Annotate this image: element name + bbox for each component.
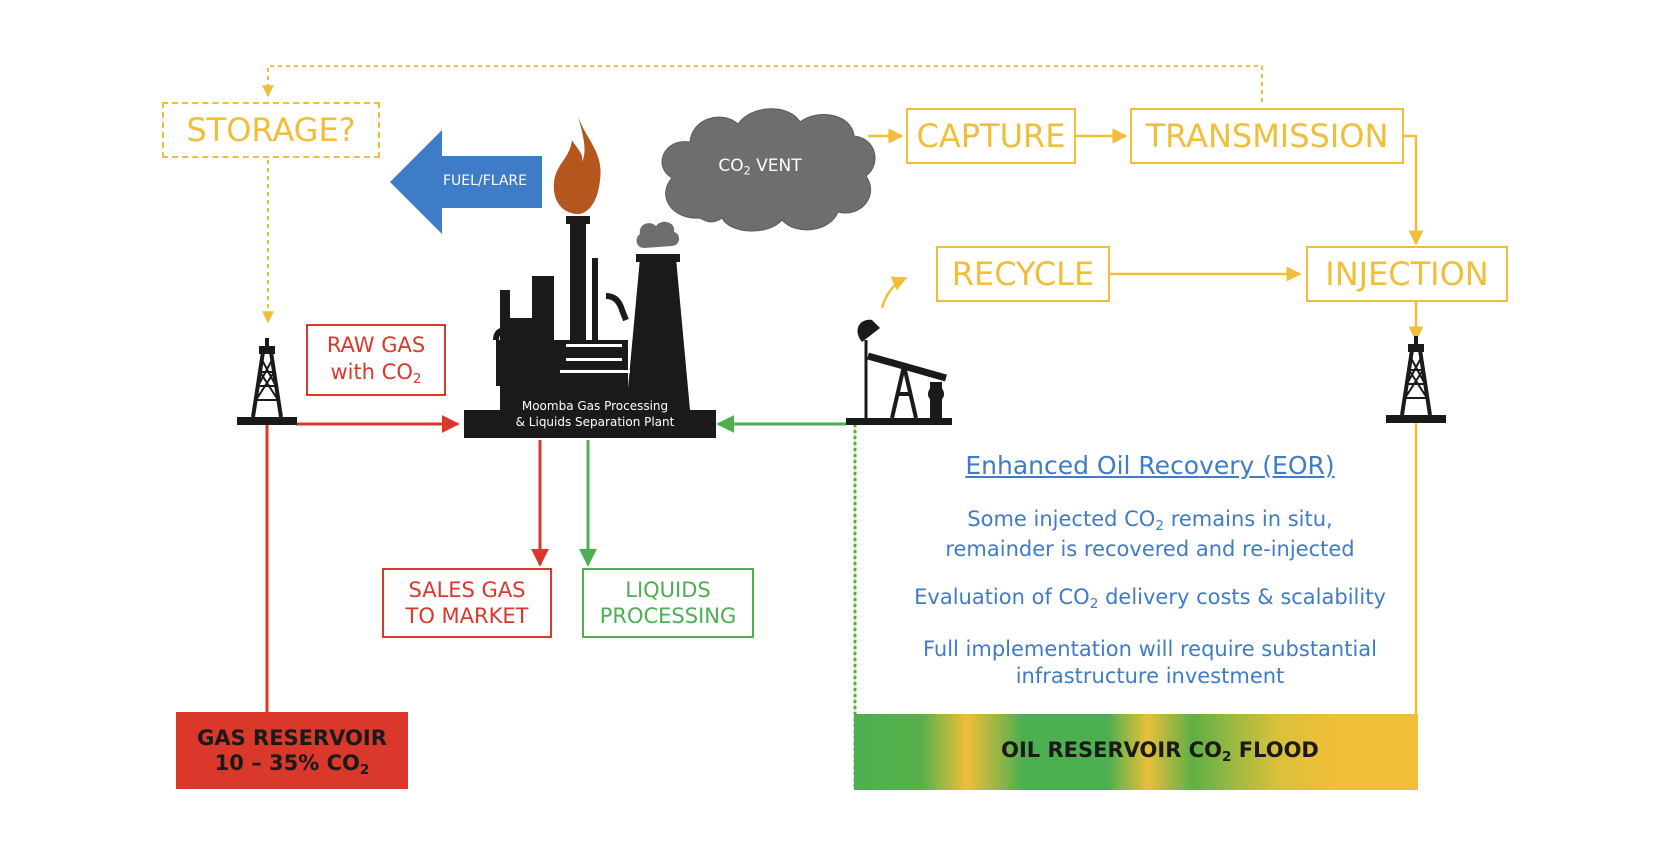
- gas-reservoir-sub: 2: [359, 762, 370, 779]
- eor-p1-a: Some injected CO: [967, 507, 1156, 531]
- raw-gas-sub: 2: [412, 370, 422, 387]
- recycle-label: RECYCLE: [951, 255, 1095, 293]
- storage-label: STORAGE?: [186, 111, 356, 149]
- eor-p2-a: Evaluation of CO: [914, 585, 1090, 609]
- transmission-label: TRANSMISSION: [1145, 117, 1389, 155]
- eor-paragraph-2: Evaluation of CO2 delivery costs & scala…: [880, 584, 1420, 614]
- storage-box: STORAGE?: [162, 102, 380, 158]
- gas-reservoir-block: [176, 712, 408, 789]
- plant-line1: Moomba Gas Processing: [521, 399, 669, 413]
- eor-p1-sub: 2: [1155, 518, 1165, 535]
- raw-gas-box: RAW GAS with CO2: [306, 324, 446, 396]
- co2-vent-post: VENT: [750, 156, 802, 176]
- raw-gas-line1: RAW GAS: [326, 333, 426, 358]
- derrick-icon: [237, 338, 297, 425]
- eor-title: Enhanced Oil Recovery (EOR): [965, 451, 1335, 480]
- pumpjack-icon: [846, 319, 952, 425]
- liquids-line2: PROCESSING: [599, 604, 737, 628]
- flame-icon: [553, 116, 601, 214]
- fuel-flare-label: FUEL/FLARE: [443, 173, 527, 189]
- eor-p1-line2: remainder is recovered and re-injected: [945, 536, 1355, 561]
- oil-reservoir-post: FLOOD: [1231, 738, 1319, 762]
- gas-reservoir-line1: GAS RESERVOIR: [197, 726, 387, 750]
- eor-p3-line1: Full implementation will require substan…: [922, 637, 1378, 661]
- liquids-processing-box: LIQUIDS PROCESSING: [582, 568, 754, 638]
- injection-box: INJECTION: [1306, 246, 1508, 302]
- plant-label: Moomba Gas Processing & Liquids Separati…: [490, 399, 700, 430]
- capture-box: CAPTURE: [906, 108, 1076, 164]
- sales-gas-line2: TO MARKET: [405, 604, 529, 628]
- injection-derrick-icon: [1386, 336, 1446, 423]
- oil-reservoir-bar: [854, 714, 1418, 790]
- liquids-line1: LIQUIDS: [625, 577, 711, 602]
- eor-p1-b: remains in situ,: [1164, 507, 1333, 531]
- sales-gas-line1: SALES GAS: [408, 577, 526, 602]
- co2-vent-label: CO2 VENT: [690, 156, 830, 178]
- plant-line2: & Liquids Separation Plant: [515, 414, 675, 429]
- raw-gas-line2: with CO: [330, 359, 413, 384]
- refinery-icon: [464, 216, 716, 438]
- co2-flow-connectors: [868, 128, 1424, 760]
- oil-reservoir-label: OIL RESERVOIR CO2 FLOOD: [970, 738, 1350, 765]
- co2-vent-sub: 2: [743, 164, 751, 178]
- transmission-box: TRANSMISSION: [1130, 108, 1404, 164]
- eor-paragraph-1: Some injected CO2 remains in situ, remai…: [900, 506, 1400, 563]
- recycle-box: RECYCLE: [936, 246, 1110, 302]
- gas-reservoir-line2: 10 – 35% CO: [214, 751, 360, 776]
- eor-p2-b: delivery costs & scalability: [1098, 585, 1386, 609]
- small-smoke-icon: [636, 221, 680, 248]
- oil-reservoir-pre: OIL RESERVOIR CO: [1001, 738, 1222, 762]
- gas-reservoir-label: GAS RESERVOIR 10 – 35% CO2: [176, 726, 408, 779]
- eor-p2-sub: 2: [1089, 596, 1099, 613]
- sales-gas-box: SALES GAS TO MARKET: [382, 568, 552, 638]
- cloud-icon: [661, 108, 876, 232]
- eor-paragraph-3: Full implementation will require substan…: [880, 636, 1420, 691]
- co2-vent-pre: CO: [718, 156, 744, 176]
- fuel-flare-arrow: [390, 130, 542, 234]
- raw-gas-connectors: [265, 415, 549, 712]
- storage-loop-connector: [262, 65, 1263, 324]
- injection-label: INJECTION: [1325, 255, 1489, 293]
- eor-p3-line2: infrastructure investment: [1015, 664, 1285, 689]
- capture-label: CAPTURE: [916, 117, 1066, 155]
- liquids-connectors: [579, 415, 846, 567]
- oil-reservoir-sub: 2: [1221, 749, 1232, 766]
